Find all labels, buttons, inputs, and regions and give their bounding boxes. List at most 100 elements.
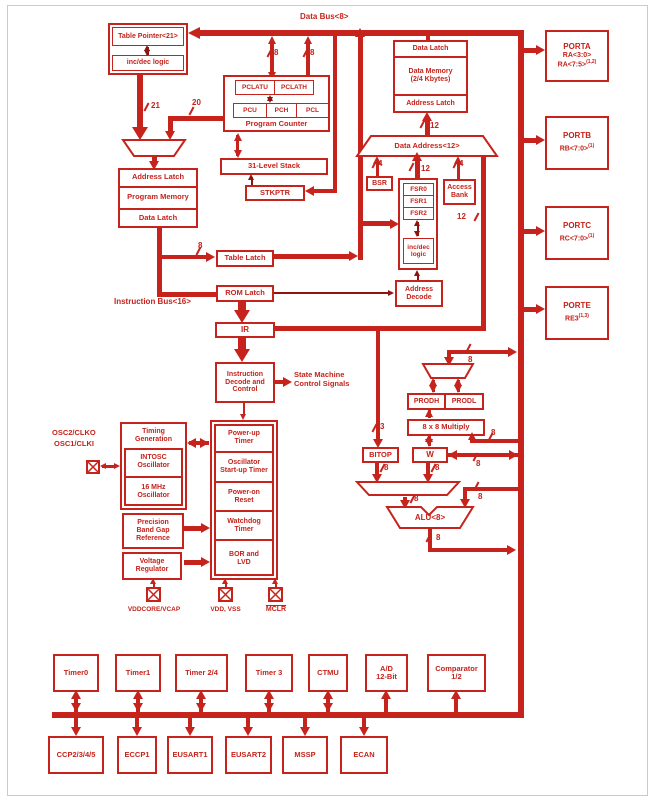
divider: [216, 451, 272, 453]
right-data-bus-line: [518, 30, 524, 718]
right-arrow-icon: [201, 557, 210, 567]
rom-to-decode-line: [274, 292, 388, 294]
vdd-pin-icon: [218, 587, 233, 602]
table-latch-bus-line: [358, 36, 363, 260]
divider: [395, 56, 466, 58]
right-arrow-icon: [114, 463, 120, 469]
alu-out-line-h: [428, 548, 508, 552]
data-latch-cell: Data Latch: [138, 212, 178, 222]
precision-link: [184, 526, 202, 531]
alu-label: ALU<8>: [414, 512, 446, 522]
up-arrow-icon: [133, 690, 143, 699]
up-arrow-icon: [196, 690, 206, 699]
rom-to-ir-line: [238, 302, 246, 312]
divider: [120, 186, 196, 188]
eccp1-bus-link: [135, 718, 139, 728]
vddcore-label: VDDCORE/VCAP: [127, 606, 181, 614]
pcu-box: PCU: [233, 103, 267, 118]
portb-arrow-line: [524, 138, 537, 143]
ecan-bus-link: [362, 718, 366, 728]
down-arrow-icon: [359, 727, 369, 736]
down-arrow-icon: [323, 703, 333, 712]
alu-input-mux-shape: [354, 481, 462, 496]
down-arrow-icon: [234, 310, 250, 323]
pc-stack-link: [236, 135, 239, 156]
mclr-pin-icon: [268, 587, 283, 602]
right-arrow-icon: [201, 523, 210, 533]
down-arrow-icon: [144, 50, 150, 56]
left-arrow-icon: [448, 450, 457, 460]
down-arrow-icon: [414, 231, 420, 237]
bus-width-8: 8: [436, 533, 441, 542]
alu-shape: [385, 506, 475, 529]
osc-pin-icon: [86, 460, 100, 474]
mclr-pin-line: [275, 582, 277, 587]
bus-width-20: 20: [192, 98, 201, 107]
precision-ref-box: Precision Band Gap Reference: [122, 513, 184, 549]
bus-to-alu-line: [465, 487, 518, 491]
porte-arrow-line: [524, 307, 537, 312]
bus-width-12: 12: [457, 212, 466, 221]
right-arrow-icon: [283, 377, 292, 387]
down-arrow-icon: [373, 439, 383, 448]
porta-pins1: RA<3:0>: [562, 51, 592, 59]
data-address-mux-shape: [355, 135, 499, 157]
prodl-box: PRODL: [444, 393, 484, 410]
right-arrow-icon: [536, 304, 545, 314]
up-arrow-icon: [425, 434, 433, 442]
up-arrow-icon: [323, 690, 333, 699]
up-arrow-icon: [234, 133, 242, 141]
bus-to-prod-line-v: [447, 350, 451, 360]
figure-border: [7, 5, 648, 796]
osc-startup-cell: Oscillator Start-up Timer: [220, 459, 268, 474]
prodh-box: PRODH: [407, 393, 446, 410]
w-register-box: W: [412, 447, 448, 463]
bus-width-8: 8: [435, 463, 440, 472]
watchdog-cell: Watchdog Timer: [227, 517, 261, 533]
up-arrow-icon: [412, 152, 422, 161]
up-arrow-icon: [429, 378, 437, 386]
bus-width-8: 8: [491, 428, 496, 437]
alu-out-line-v: [428, 528, 432, 552]
divider: [216, 481, 272, 483]
down-arrow-icon: [165, 131, 175, 140]
osc-pin-link: [102, 465, 116, 468]
bus-to-pc-line: [306, 40, 310, 96]
bus-to-mult-line: [470, 439, 518, 443]
ccp-bus-link: [74, 718, 78, 728]
portb-box: PORTB RB<7:0>(1): [545, 116, 609, 170]
comparator-box: Comparator 1/2: [427, 654, 486, 692]
to-fsr-line: [363, 221, 391, 226]
bus-width-8: 8: [478, 492, 483, 501]
right-arrow-icon: [536, 226, 545, 236]
up-arrow-icon: [144, 45, 150, 51]
power-up-timer-cell: Power-up Timer: [228, 429, 260, 445]
ir-to-data-address-line: [481, 157, 486, 331]
bus-width-8: 8: [198, 241, 203, 250]
bus-to-data-latch-line: [426, 36, 430, 42]
right-arrow-icon: [536, 135, 545, 145]
bsr-up-line: [376, 160, 379, 176]
data-memory-cell: Data Memory (2/4 Kbytes): [408, 68, 453, 83]
program-counter-label: Program Counter: [245, 119, 308, 129]
fsr-incdec-link: [417, 222, 419, 236]
pclath-box: PCLATH: [274, 80, 314, 95]
down-arrow-icon: [423, 474, 433, 483]
up-arrow-icon: [264, 690, 274, 699]
bus-width-8: 8: [476, 459, 481, 468]
bor-lvd-cell: BOR and LVD: [229, 550, 259, 566]
right-arrow-icon: [388, 290, 394, 296]
right-arrow-icon: [390, 219, 399, 229]
right-arrow-icon: [200, 438, 209, 448]
table-latch-out-line: [274, 254, 350, 259]
fsr-up-line: [415, 160, 420, 183]
ir-box: IR: [215, 322, 275, 338]
access-bank-box: Access Bank: [443, 179, 476, 205]
timer3-box: Timer 3: [245, 654, 293, 692]
table-latch-box: Table Latch: [216, 250, 274, 267]
right-arrow-icon: [206, 252, 215, 262]
right-arrow-icon: [536, 45, 545, 55]
mssp-bus-link: [303, 718, 307, 728]
voltage-regulator-box: Voltage Regulator: [122, 552, 182, 580]
divider: [216, 539, 272, 541]
